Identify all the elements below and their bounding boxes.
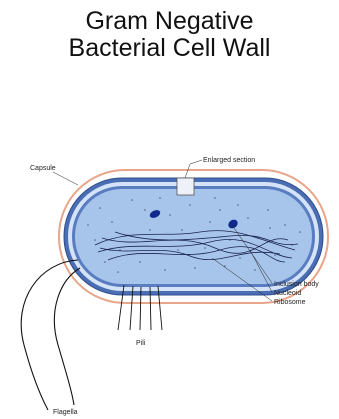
label-nucleoid: Nucleoid — [274, 290, 301, 297]
label-pili: Pili — [136, 340, 146, 347]
label-capsule: Capsule — [30, 165, 56, 172]
label-flagella: Flagella — [53, 409, 78, 416]
enlarged-section-box — [177, 178, 194, 195]
cytoplasm — [75, 189, 312, 284]
label-enlarged-section: Enlarged section — [203, 157, 255, 164]
flagella — [21, 260, 80, 410]
label-ribosome: Ribosome — [274, 299, 306, 306]
label-inclusion-body: Inclusion body — [274, 281, 319, 288]
